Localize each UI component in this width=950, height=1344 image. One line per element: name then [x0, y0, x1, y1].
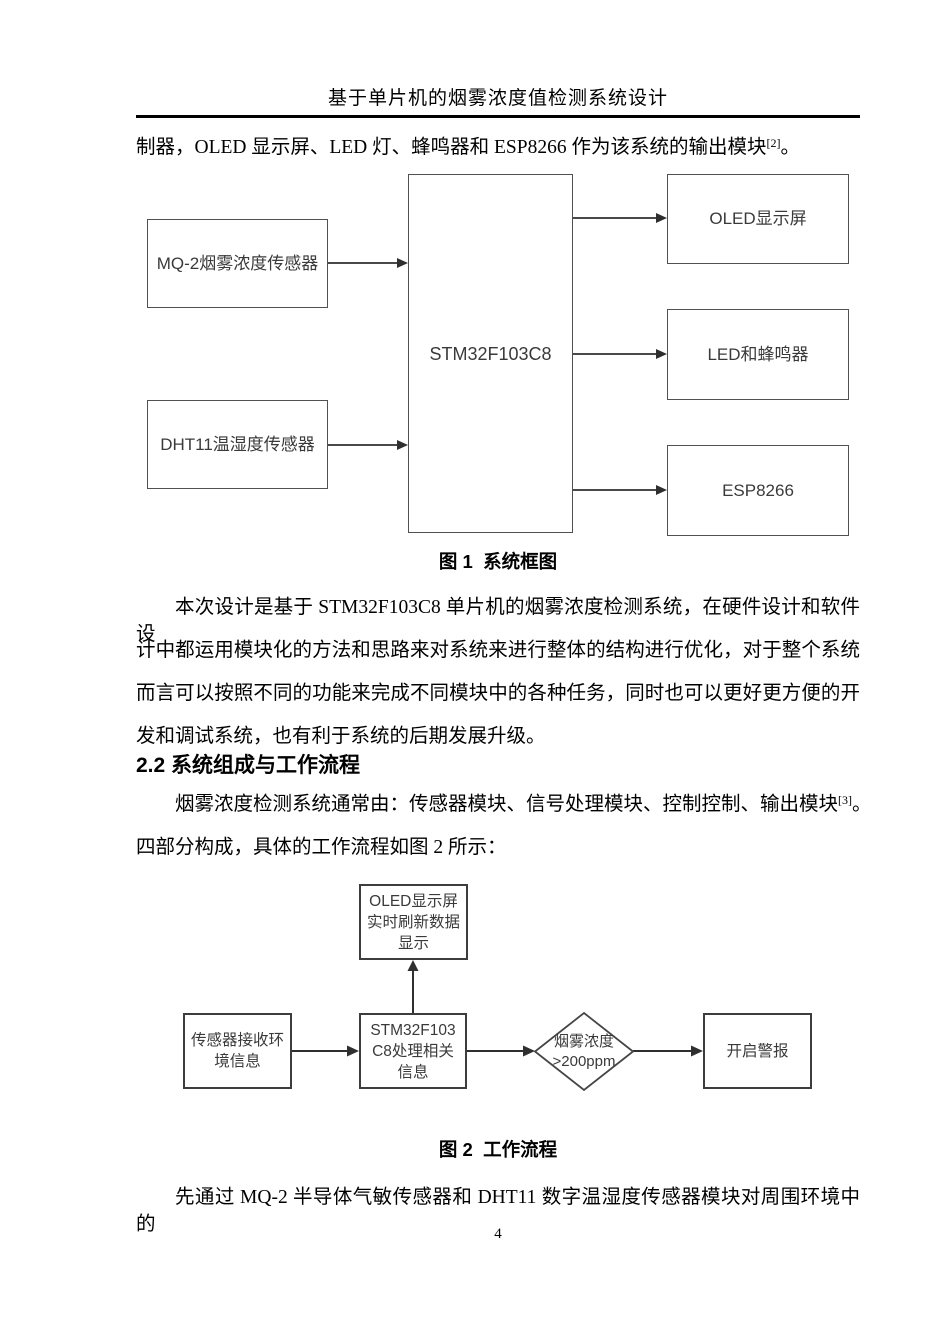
paragraph-line: 发和调试系统，也有利于系统的后期发展升级。 — [136, 726, 546, 747]
box-label: OLED显示屏 — [709, 209, 807, 228]
figure2-node-sensor-receive: 传感器接收环 境信息 — [183, 1013, 292, 1089]
figure1-box-dht11-sensor: DHT11温湿度传感器 — [147, 400, 328, 489]
paragraph-text: 烟雾浓度检测系统通常由：传感器模块、信号处理模块、控制控制、输出模块 — [175, 794, 839, 815]
citation-mark: [3] — [838, 793, 853, 807]
paragraph-text: 。 — [780, 137, 801, 158]
node-label-line: STM32F103 — [370, 1021, 456, 1039]
box-label: LED和蜂鸣器 — [707, 344, 809, 364]
figure1-box-led-buzzer: LED和蜂鸣器 — [667, 309, 849, 400]
figure2-node-decision-label: 烟雾浓度 >200ppm — [535, 1013, 633, 1090]
figure1-caption: 图 1 系统框图 — [438, 551, 558, 572]
paragraph-line: 烟雾浓度检测系统通常由：传感器模块、信号处理模块、控制控制、输出模块[3]。 — [136, 791, 872, 818]
figure2-node-mcu-process: STM32F103 C8处理相关 信息 — [359, 1013, 467, 1089]
paragraph-text: 制器，OLED 显示屏、LED 灯、蜂鸣器和 ESP8266 作为该系统的输出模… — [136, 137, 767, 158]
paragraph-line: 计中都运用模块化的方法和思路来对系统来进行整体的结构进行优化，对于整个系统 — [136, 640, 860, 661]
figure1-box-stm32-mcu: STM32F103C8 — [408, 174, 573, 533]
box-label: DHT11温湿度传感器 — [160, 434, 315, 454]
page-number: 4 — [494, 1226, 502, 1242]
citation-mark: [2] — [766, 136, 781, 150]
node-label-line: >200ppm — [552, 1052, 616, 1070]
figure1-box-esp8266: ESP8266 — [667, 445, 849, 536]
section-heading: 2.2 系统组成与工作流程 — [136, 754, 361, 777]
node-label-line: 传感器接收环 — [190, 1032, 284, 1049]
header-title: 基于单片机的烟雾浓度值检测系统设计 — [327, 88, 668, 109]
node-label-line: C8处理相关 — [372, 1042, 454, 1060]
paragraph-line: 制器，OLED 显示屏、LED 灯、蜂鸣器和 ESP8266 作为该系统的输出模… — [136, 134, 860, 161]
box-label: ESP8266 — [722, 480, 794, 500]
figure2-node-alarm: 开启警报 — [703, 1013, 812, 1089]
box-label: STM32F103C8 — [429, 343, 552, 364]
node-label-line: 境信息 — [214, 1053, 261, 1070]
node-label-line: 烟雾浓度 — [553, 1032, 614, 1050]
figure1-box-mq2-sensor: MQ-2烟雾浓度传感器 — [147, 219, 328, 308]
paragraph-line: 而言可以按照不同的功能来完成不同模块中的各种任务，同时也可以更好更方便的开 — [136, 683, 860, 704]
node-label-line: 实时刷新数据 — [366, 913, 460, 931]
box-label: MQ-2烟雾浓度传感器 — [156, 253, 319, 273]
figure1-box-oled-display: OLED显示屏 — [667, 174, 849, 264]
node-label-line: OLED显示屏 — [369, 892, 458, 910]
figure2-caption: 图 2 工作流程 — [438, 1139, 558, 1160]
header-rule — [136, 115, 860, 118]
paragraph-line: 本次设计是基于 STM32F103C8 单片机的烟雾浓度检测系统，在硬件设计和软… — [136, 597, 860, 645]
paragraph-line: 先通过 MQ-2 半导体气敏传感器和 DHT11 数字温湿度传感器模块对周围环境… — [136, 1187, 860, 1235]
paragraph-line: 四部分构成，具体的工作流程如图 2 所示： — [136, 837, 507, 858]
figure2-node-oled-refresh: OLED显示屏 实时刷新数据 显示 — [359, 884, 468, 960]
node-label-line: 显示 — [397, 934, 429, 952]
paragraph-text: 。 — [852, 794, 872, 815]
node-label-line: 信息 — [397, 1063, 429, 1081]
node-label: 开启警报 — [726, 1042, 789, 1060]
